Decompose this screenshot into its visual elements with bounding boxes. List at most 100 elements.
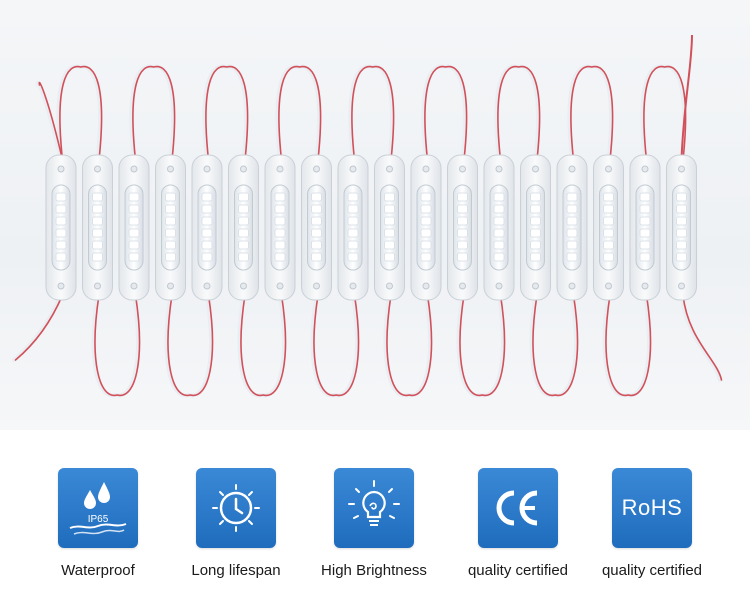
led-chip (384, 204, 395, 214)
led-chip (566, 228, 578, 238)
led-chip (274, 240, 286, 250)
led-chip (128, 252, 140, 262)
led-chip (92, 192, 103, 202)
feature-ce-certified: quality certified (443, 462, 593, 603)
mount-hole (678, 165, 685, 173)
led-module (666, 154, 697, 301)
led-chip (128, 192, 140, 202)
led-chip (530, 216, 541, 226)
led-chip (347, 228, 359, 238)
top-wire-loop-red (278, 65, 322, 161)
led-module (191, 154, 223, 301)
waterproof-badge: IP65 (58, 468, 138, 548)
top-wire-loop-red (351, 65, 395, 161)
led-chip (128, 216, 140, 226)
led-chip (676, 192, 687, 202)
feature-waterproof: IP65 Waterproof (23, 462, 173, 603)
led-chip (384, 228, 395, 238)
rohs-badge: RoHS (612, 468, 692, 548)
led-chip (165, 216, 176, 226)
led-chip (566, 192, 578, 202)
led-module (374, 154, 405, 301)
led-chip (639, 252, 651, 262)
led-chip (639, 240, 651, 250)
led-chip (347, 216, 359, 226)
mount-hole (94, 282, 101, 290)
led-chip (566, 204, 578, 214)
led-chip (311, 216, 322, 226)
led-chip (493, 228, 505, 238)
led-chip (603, 216, 614, 226)
bottom-wire-loop-red (167, 294, 214, 397)
led-chip (384, 216, 395, 226)
led-chip (566, 252, 578, 262)
mount-hole (57, 282, 65, 290)
ce-mark-icon (496, 490, 538, 526)
led-module (82, 154, 113, 301)
led-module (118, 154, 150, 301)
led-chip (128, 240, 140, 250)
bottom-wire-loop-red (459, 294, 506, 397)
mount-hole (568, 165, 576, 173)
led-chip (92, 228, 103, 238)
feature-long-lifespan: Long lifespan (161, 462, 311, 603)
top-wire-loop-red (497, 65, 541, 161)
led-module (337, 154, 369, 301)
top-wire-loop-red (59, 65, 103, 161)
led-chip (530, 204, 541, 214)
mount-hole (641, 165, 649, 173)
bottom-wire-loop-red (386, 294, 433, 397)
lead-wire-left-red (14, 294, 64, 361)
led-chip (457, 252, 468, 262)
led-chip (457, 216, 468, 226)
bottom-wire-loop-red (532, 294, 579, 397)
lead-wire-right-red (682, 294, 723, 381)
mount-hole (349, 165, 357, 173)
led-chip (384, 240, 395, 250)
clock-icon (212, 484, 260, 532)
led-chip (92, 240, 103, 250)
mount-hole (422, 282, 430, 290)
led-module (410, 154, 442, 301)
led-chip (238, 192, 249, 202)
mount-hole (422, 165, 430, 173)
led-chip (55, 228, 67, 238)
led-module (556, 154, 588, 301)
feature-label: quality certified (601, 562, 703, 579)
mount-hole (386, 282, 393, 290)
lifespan-badge (196, 468, 276, 548)
led-chip (530, 192, 541, 202)
led-chip (384, 192, 395, 202)
led-chip (55, 252, 67, 262)
led-chip (92, 204, 103, 214)
led-chip (165, 192, 176, 202)
led-chip (201, 192, 213, 202)
led-chip (55, 192, 67, 202)
led-chip (238, 240, 249, 250)
mount-hole (167, 282, 174, 290)
rohs-mark-icon: RoHS (621, 495, 683, 520)
led-chip (165, 228, 176, 238)
led-chip (347, 204, 359, 214)
led-chip (201, 240, 213, 250)
led-chip (676, 252, 687, 262)
feature-high-brightness: High Brightness (299, 462, 449, 603)
led-chip (676, 240, 687, 250)
mount-hole (495, 165, 503, 173)
led-chip (201, 216, 213, 226)
top-wire-loop-red (570, 65, 614, 161)
led-chip (201, 252, 213, 262)
led-chip (274, 228, 286, 238)
led-chip (311, 252, 322, 262)
led-chip (165, 204, 176, 214)
led-module (155, 154, 186, 301)
mount-hole (276, 165, 284, 173)
led-chip (566, 240, 578, 250)
led-chip (603, 204, 614, 214)
feature-label: quality certified (467, 562, 569, 579)
led-chip (128, 204, 140, 214)
mount-hole (167, 165, 174, 173)
lead-wire-right-white (679, 293, 722, 382)
led-chip (311, 204, 322, 214)
led-chip (347, 252, 359, 262)
